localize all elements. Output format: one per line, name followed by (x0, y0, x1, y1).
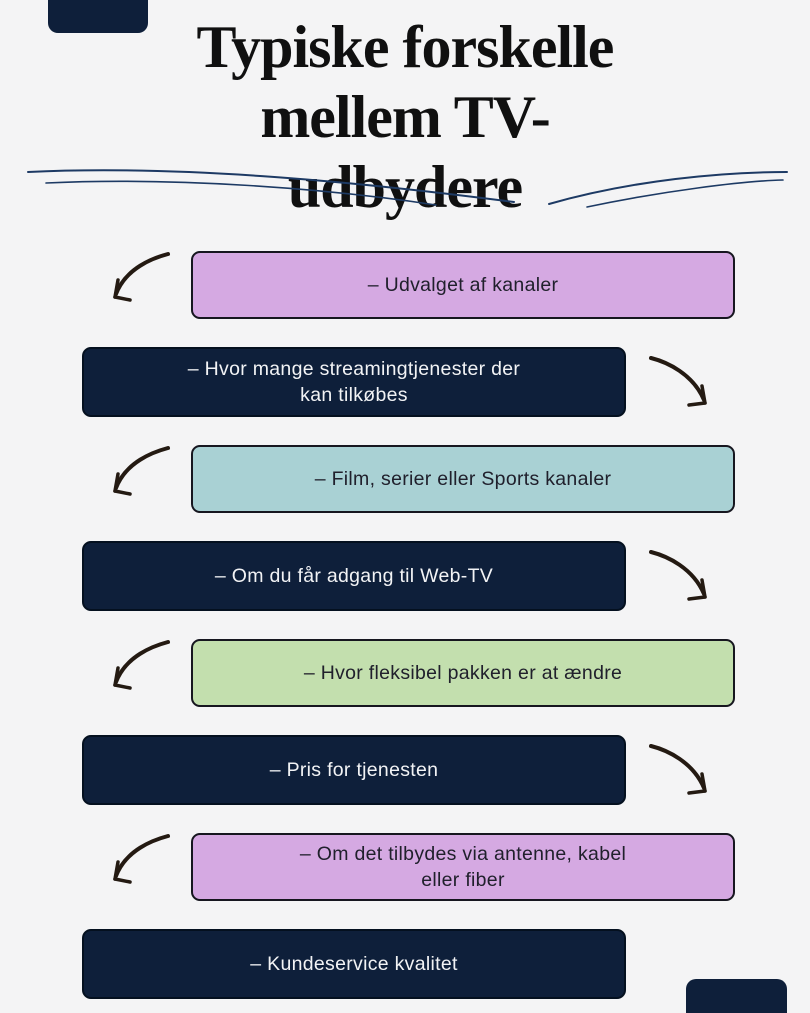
info-box-label: – Kundeservice kvalitet (250, 953, 458, 975)
info-box-6: – Pris for tjenesten (82, 735, 626, 805)
curved-arrow-down-left-icon (108, 249, 172, 309)
curved-arrow-down-left-icon (108, 637, 172, 697)
corner-accent-top-left (48, 0, 148, 33)
info-box-label: – Om du får adgang til Web-TV (214, 565, 494, 587)
curved-arrow-down-right-icon (646, 548, 712, 608)
page-title: Typiske forskelle mellem TV- udbydere (196, 14, 615, 220)
info-box-1: – Udvalget af kanaler (191, 251, 735, 319)
info-box-label: – Hvor mange streamingtjenester der kan … (187, 358, 521, 406)
title-flourish-left-icon (27, 169, 515, 206)
info-box-8: – Kundeservice kvalitet (82, 929, 626, 999)
info-box-label: – Om det tilbydes via antenne, kabel ell… (299, 843, 627, 891)
title-flourish-right-icon (548, 171, 788, 208)
curved-arrow-down-right-icon (646, 354, 712, 414)
info-box-4: – Om du får adgang til Web-TV (82, 541, 626, 611)
curved-arrow-down-right-icon (646, 742, 712, 802)
curved-arrow-down-left-icon (108, 831, 172, 891)
info-box-5: – Hvor fleksibel pakken er at ændre (191, 639, 735, 707)
info-box-label: – Udvalget af kanaler (367, 274, 559, 296)
info-box-label: – Film, serier eller Sports kanaler (314, 468, 612, 490)
info-box-label: – Hvor fleksibel pakken er at ændre (303, 662, 623, 684)
info-box-7: – Om det tilbydes via antenne, kabel ell… (191, 833, 735, 901)
info-box-2: – Hvor mange streamingtjenester der kan … (82, 347, 626, 417)
info-box-label: – Pris for tjenesten (269, 759, 439, 781)
info-box-3: – Film, serier eller Sports kanaler (191, 445, 735, 513)
corner-accent-bottom-right (686, 979, 787, 1013)
curved-arrow-down-left-icon (108, 443, 172, 503)
